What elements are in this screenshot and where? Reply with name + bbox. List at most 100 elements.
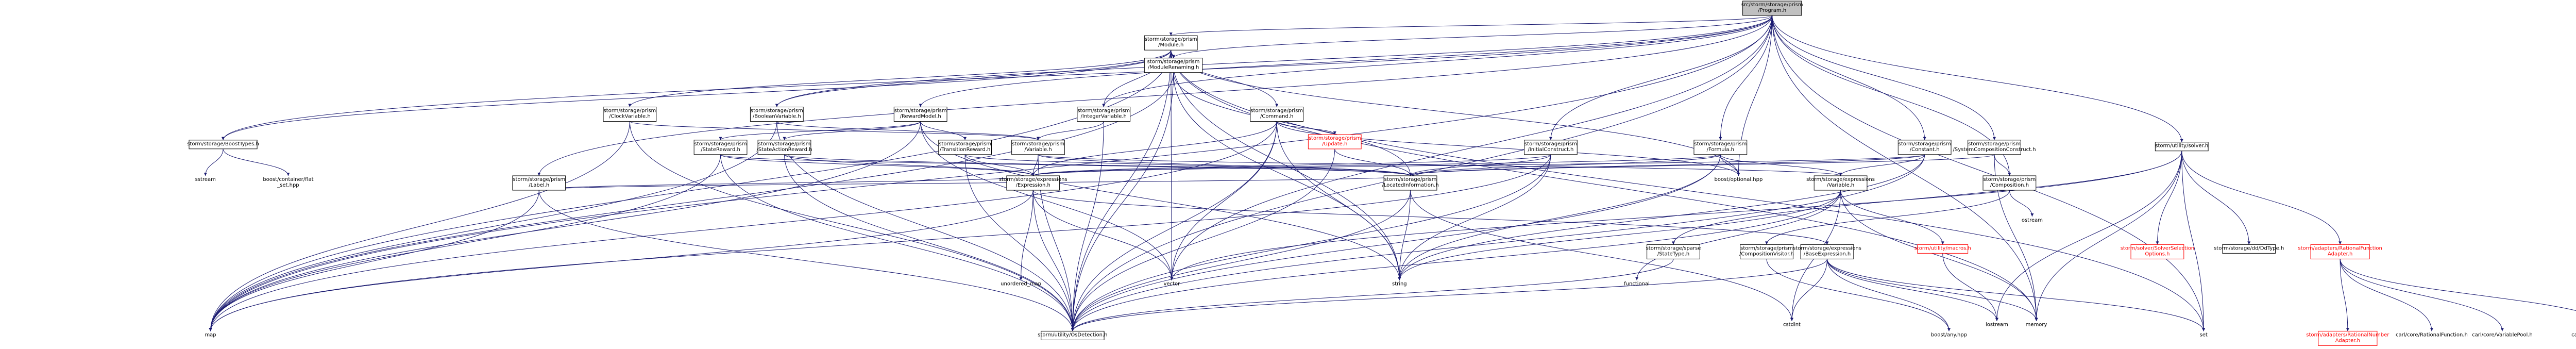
node-transition-reward[interactable]: storm/storage/prism/TransitionReward.h bbox=[938, 140, 992, 155]
edge-moduleRenaming-to-osDetection bbox=[1072, 72, 1174, 331]
node-variable[interactable]: storm/storage/prism/Variable.h bbox=[1011, 140, 1065, 155]
node-label-line: storm/storage/prism bbox=[694, 141, 747, 147]
edge-program-to-constant bbox=[1772, 15, 1925, 140]
node-formula[interactable]: storm/storage/prism/Formula.h bbox=[1693, 140, 1748, 155]
arrowhead-module-to-command bbox=[1275, 104, 1279, 107]
edge-integerVariable-to-variable bbox=[1038, 121, 1104, 140]
node-expr-variable[interactable]: storm/storage/expressions/Variable.h bbox=[1806, 175, 1875, 191]
node-box bbox=[2130, 244, 2184, 259]
node-cstdint: cstdint bbox=[1783, 322, 1801, 328]
arrowhead-expression-to-vector bbox=[1170, 277, 1174, 280]
edge-solver-to-rationalFunction bbox=[2181, 151, 2341, 245]
edge-moduleRenaming-to-string bbox=[1173, 72, 1400, 280]
node-located-information[interactable]: storm/storage/prism/LocatedInformation.h bbox=[1382, 175, 1439, 191]
node-label-line: /StateReward.h bbox=[701, 147, 740, 153]
node-label-line: string bbox=[1392, 281, 1407, 287]
node-box bbox=[1077, 107, 1131, 122]
node-box bbox=[893, 107, 947, 122]
edge-program-to-vector bbox=[1171, 15, 1773, 280]
node-carl-multivariate: carl/core/MultivariatePolynomial.h bbox=[2571, 332, 2576, 338]
node-label[interactable]: storm/storage/prism/Label.h bbox=[512, 175, 566, 191]
node-composition-visitor[interactable]: storm/storage/prism/CompositionVisitor.h bbox=[1739, 244, 1794, 259]
node-constant[interactable]: storm/storage/prism/Constant.h bbox=[1897, 140, 1952, 155]
node-boost-types[interactable]: storm/storage/BoostTypes.h bbox=[187, 140, 259, 149]
edge-module-to-vector bbox=[1171, 50, 1172, 280]
node-box bbox=[938, 140, 992, 155]
node-initial-construct[interactable]: storm/storage/prism/InitialConstruct.h bbox=[1524, 140, 1578, 155]
node-module-renaming[interactable]: storm/storage/prism/ModuleRenaming.h bbox=[1144, 58, 1203, 73]
edge-constant-to-locatedInformation bbox=[1410, 154, 1925, 176]
edge-initialConstruct-to-map bbox=[210, 154, 1551, 331]
node-state-action-reward[interactable]: storm/storage/prism/StateActionReward.h bbox=[757, 140, 812, 155]
node-box bbox=[512, 175, 566, 191]
arrowhead-macros-to-iostream bbox=[1995, 318, 1998, 321]
node-program[interactable]: src/storm/storage/prism/Program.h bbox=[1741, 1, 1803, 16]
edge-command-to-expression bbox=[1032, 121, 1277, 176]
node-label-line: /BaseExpression.h bbox=[1804, 251, 1851, 257]
node-label-line: /Update.h bbox=[1322, 141, 1347, 147]
node-clock-variable[interactable]: storm/storage/prism/ClockVariable.h bbox=[603, 107, 657, 122]
node-box bbox=[1917, 244, 1969, 254]
edge-program-to-formula bbox=[1720, 15, 1773, 140]
arrowhead-boostTypes-to-flatSet bbox=[286, 172, 290, 176]
node-box bbox=[1144, 35, 1198, 51]
edge-baseExpression-to-memory bbox=[1826, 259, 2037, 321]
node-boolean-variable[interactable]: storm/storage/prism/BooleanVariable.h bbox=[750, 107, 804, 122]
edge-expression-to-osDetection bbox=[1032, 190, 1073, 331]
node-box bbox=[1800, 244, 1854, 259]
node-label-line: /ModuleRenaming.h bbox=[1148, 65, 1199, 71]
edge-module-to-boostTypes bbox=[223, 50, 1172, 140]
node-label-line: map bbox=[205, 332, 216, 338]
edge-program-to-integerVariable bbox=[1103, 15, 1773, 107]
node-update[interactable]: storm/storage/prism/Update.h bbox=[1308, 134, 1362, 149]
edge-locatedInformation-to-osDetection bbox=[1072, 190, 1411, 331]
node-module[interactable]: storm/storage/prism/Module.h bbox=[1144, 35, 1198, 51]
node-command[interactable]: storm/storage/prism/Command.h bbox=[1250, 107, 1304, 122]
node-label-line: storm/adapters/RationalFunction bbox=[2298, 245, 2382, 251]
arrowhead-module-to-integerVariable bbox=[1102, 104, 1106, 107]
edge-expression-to-unorderedMap bbox=[1021, 190, 1033, 280]
node-base-expression[interactable]: storm/storage/expressions/BaseExpression… bbox=[1793, 244, 1861, 259]
edge-program-to-initialConstruct bbox=[1550, 15, 1773, 140]
node-integer-variable[interactable]: storm/storage/prism/IntegerVariable.h bbox=[1077, 107, 1131, 122]
arrowhead-integerVariable-to-variable bbox=[1037, 137, 1040, 140]
node-composition[interactable]: storm/storage/prism/Composition.h bbox=[1982, 175, 2037, 191]
node-label-line: storm/storage/prism bbox=[1012, 141, 1064, 147]
node-macros[interactable]: storm/utility/macros.h bbox=[1914, 244, 1971, 254]
edge-rationalFunction-to-rationalNumber bbox=[2340, 259, 2348, 331]
arrowhead-boostTypes-to-sstream bbox=[204, 172, 207, 176]
edge-stateReward-to-map bbox=[210, 154, 721, 331]
node-state-reward[interactable]: storm/storage/prism/StateReward.h bbox=[693, 140, 748, 155]
edge-boostTypes-to-sstream bbox=[205, 148, 224, 176]
node-state-type[interactable]: storm/storage/sparse/StateType.h bbox=[1646, 244, 1701, 259]
edge-label-to-locatedInformation bbox=[538, 175, 1411, 191]
dependency-edges bbox=[204, 15, 2576, 331]
node-box bbox=[603, 107, 657, 122]
node-label-line: /Constant.h bbox=[1910, 147, 1940, 153]
edge-baseExpression-to-boostAny bbox=[1826, 259, 1950, 331]
node-os-detection[interactable]: storm/utility/OsDetection.h bbox=[1038, 330, 1108, 340]
node-string: string bbox=[1392, 281, 1407, 287]
node-box bbox=[1693, 140, 1748, 155]
arrowhead-rationalFunction-to-carlRationalFunction bbox=[2430, 328, 2433, 331]
node-reward-model[interactable]: storm/storage/prism/RewardModel.h bbox=[893, 107, 947, 122]
node-label-line: storm/utility/macros.h bbox=[1914, 245, 1971, 251]
arrowhead-systemComposition-to-locatedInformation bbox=[1409, 172, 1412, 176]
node-box bbox=[1144, 58, 1203, 73]
edge-composition-to-ostream bbox=[2009, 190, 2032, 217]
edge-stateActionReward-to-osDetection bbox=[784, 154, 1073, 331]
node-solver[interactable]: storm/utility/solver.h bbox=[2155, 142, 2209, 152]
arrowhead-baseExpression-to-set bbox=[2202, 328, 2206, 331]
graph-nodes: src/storm/storage/prism/Program.h storm/s… bbox=[187, 1, 2576, 346]
edge-baseExpression-to-osDetection bbox=[1072, 259, 1827, 331]
node-expression[interactable]: storm/storage/expressions/Expression.h bbox=[999, 175, 1067, 191]
node-dd-type[interactable]: storm/storage/dd/DdType.h bbox=[2214, 244, 2284, 254]
node-label-line: /StateActionReward.h bbox=[757, 147, 812, 153]
node-flat-set: boost/container/flat_set.hpp bbox=[263, 177, 313, 188]
arrowhead-module-to-boostTypes bbox=[222, 137, 225, 140]
node-system-composition[interactable]: storm/storage/prism/SystemCompositionCon… bbox=[1953, 140, 2036, 155]
arrowhead-composition-to-ostream bbox=[2030, 213, 2034, 217]
